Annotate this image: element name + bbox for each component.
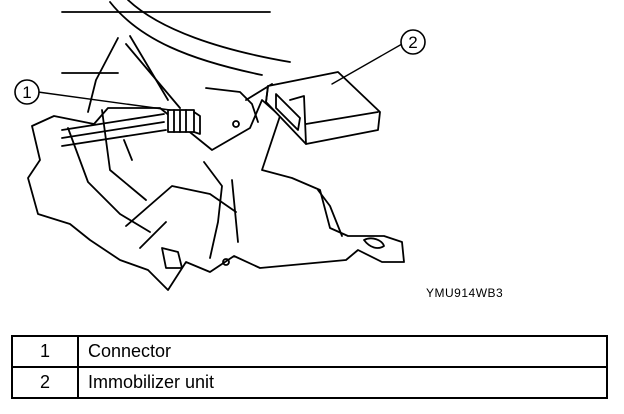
column-harness-lines: [61, 0, 291, 113]
immobilizer-location-diagram: 1 2: [14, 0, 426, 291]
bracket-outline: [27, 83, 405, 291]
callout-1-number: 1: [22, 83, 31, 102]
connector-part: [167, 109, 201, 135]
immobilizer-unit-part: [265, 71, 381, 145]
legend-row-number: 2: [11, 366, 79, 399]
legend-row: 2 Immobilizer unit: [11, 366, 608, 399]
figure-code: YMU914WB3: [426, 286, 504, 300]
legend-table: 1 Connector 2 Immobilizer unit: [11, 335, 608, 399]
callout-leaders: [37, 43, 403, 111]
wire-harness: [61, 113, 167, 161]
legend-row-description: Connector: [77, 335, 608, 368]
callout-2: 2: [400, 29, 426, 55]
legend-row-description: Immobilizer unit: [77, 366, 608, 399]
legend-row-number: 1: [11, 335, 79, 368]
callout-1: 1: [14, 79, 40, 105]
legend-row: 1 Connector: [11, 335, 608, 368]
callout-2-number: 2: [408, 33, 417, 52]
